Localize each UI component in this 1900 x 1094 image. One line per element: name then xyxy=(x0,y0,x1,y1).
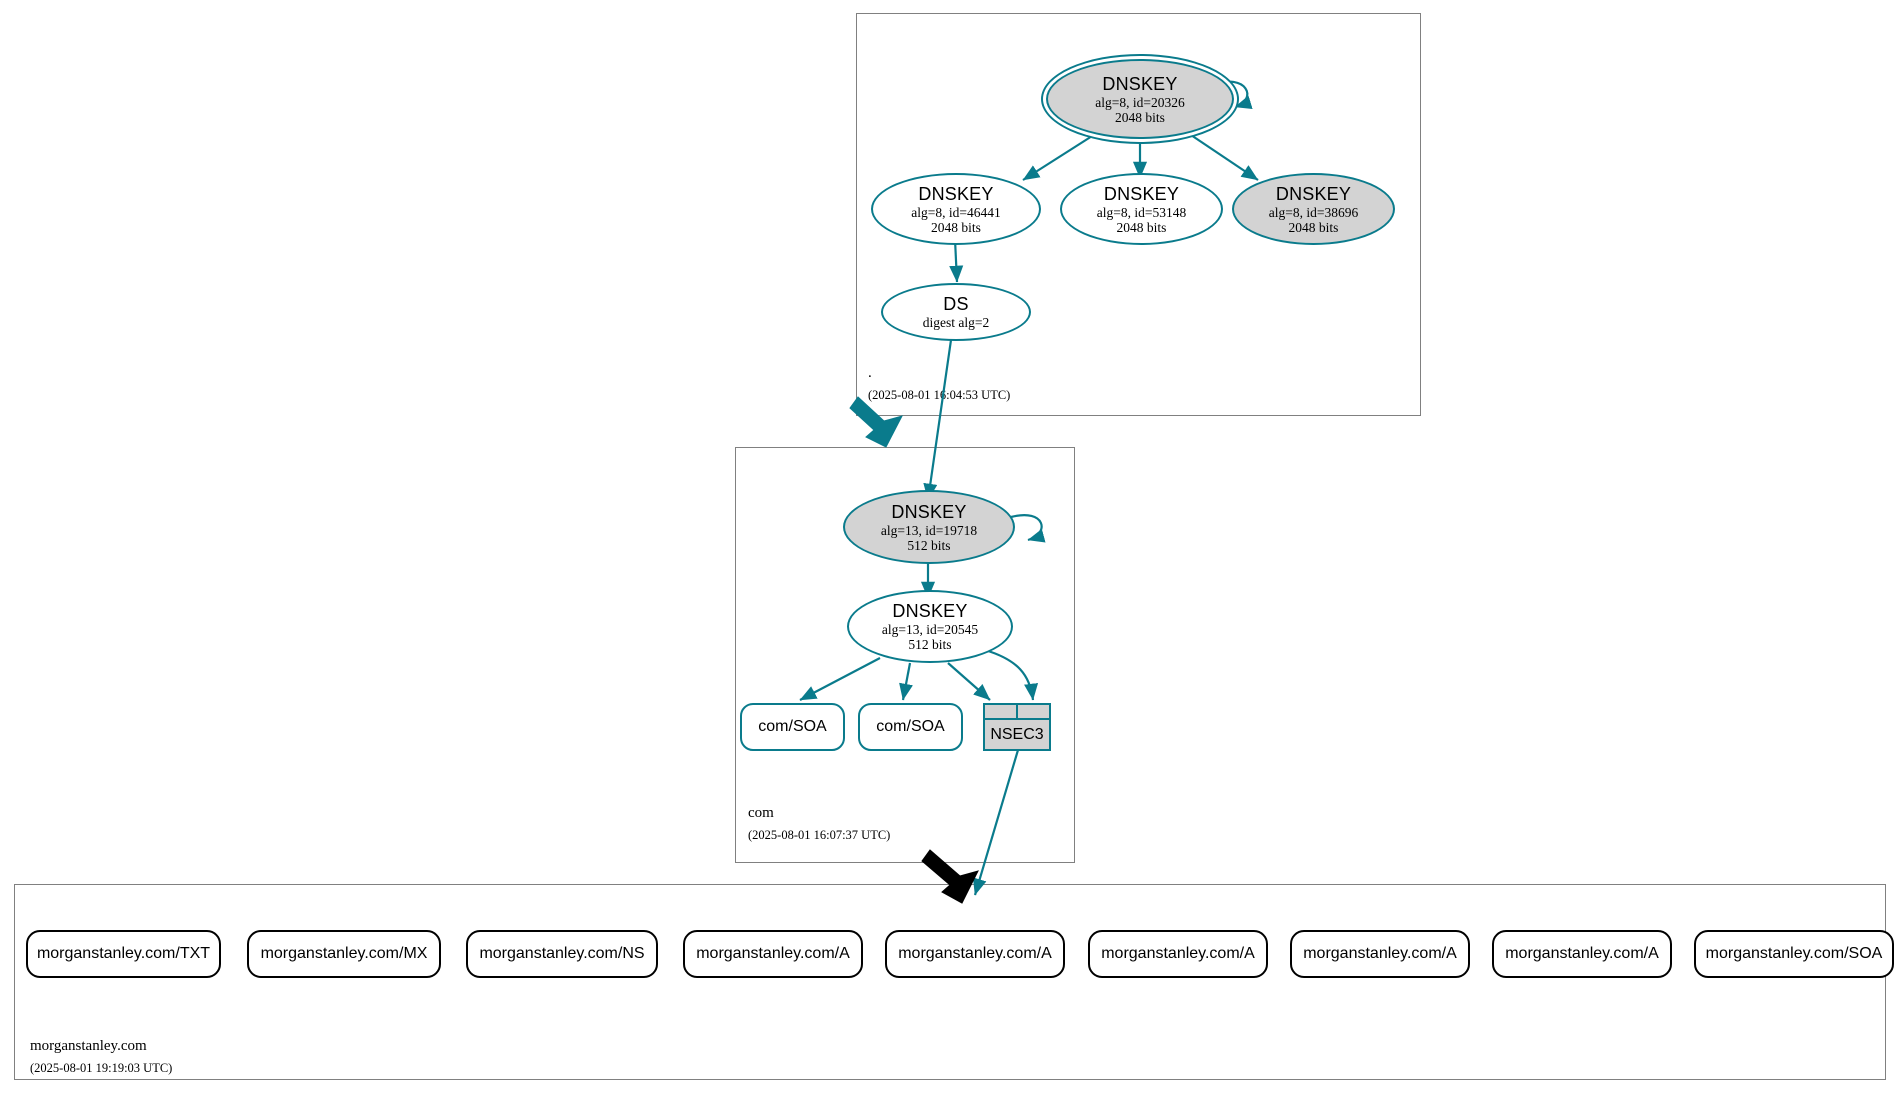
node-detail: alg=8, id=53148 xyxy=(1096,204,1187,220)
zone-timestamp-morganstanley: (2025-08-01 19:19:03 UTC) xyxy=(30,1061,173,1075)
zone-label-com: com (2025-08-01 16:07:37 UTC) xyxy=(748,805,890,842)
nsec3-hash-cells xyxy=(985,705,1049,720)
node-dnskey-com-ksk[interactable]: DNSKEY alg=13, id=19718 512 bits xyxy=(843,490,1015,564)
rrset-morganstanley-a-4[interactable]: morganstanley.com/A xyxy=(1290,930,1470,978)
zone-label-root: . (2025-08-01 16:04:53 UTC) xyxy=(868,365,1010,402)
node-dnskey-com-zsk[interactable]: DNSKEY alg=13, id=20545 512 bits xyxy=(847,590,1013,663)
node-size: 2048 bits xyxy=(1115,109,1165,125)
zone-timestamp-com: (2025-08-01 16:07:37 UTC) xyxy=(748,828,891,842)
node-title: DS xyxy=(943,294,969,314)
node-dnskey-root-zsk-38696[interactable]: DNSKEY alg=8, id=38696 2048 bits xyxy=(1232,173,1395,245)
node-detail: alg=8, id=46441 xyxy=(911,204,1001,220)
nsec3-label: NSEC3 xyxy=(990,725,1044,743)
node-size: 512 bits xyxy=(907,537,951,553)
node-size: 512 bits xyxy=(908,637,952,652)
rrset-morganstanley-a-2[interactable]: morganstanley.com/A xyxy=(885,930,1065,978)
rrset-morganstanley-soa[interactable]: morganstanley.com/SOA xyxy=(1694,930,1894,978)
node-title: DNSKEY xyxy=(1102,73,1178,94)
node-nsec3-com[interactable]: NSEC3 xyxy=(983,703,1051,751)
nsec3-cell-right xyxy=(1016,705,1049,718)
rrset-morganstanley-ns[interactable]: morganstanley.com/NS xyxy=(466,930,658,978)
node-ds-root[interactable]: DS digest alg=2 xyxy=(881,283,1031,341)
nsec3-cell-left xyxy=(985,705,1016,718)
node-detail: alg=13, id=20545 xyxy=(881,622,979,637)
node-title: DNSKEY xyxy=(892,601,968,621)
rrset-morganstanley-mx[interactable]: morganstanley.com/MX xyxy=(247,930,441,978)
node-size: 2048 bits xyxy=(931,219,981,235)
zone-label-morganstanley: morganstanley.com (2025-08-01 19:19:03 U… xyxy=(30,1038,172,1075)
zone-name-morganstanley: morganstanley.com xyxy=(30,1038,147,1054)
zone-name-com: com xyxy=(748,805,774,821)
node-dnskey-root-ksk[interactable]: DNSKEY alg=8, id=20326 2048 bits xyxy=(1046,59,1234,139)
node-size: 2048 bits xyxy=(1288,219,1339,235)
rrset-com-soa-2[interactable]: com/SOA xyxy=(858,703,963,751)
node-title: DNSKEY xyxy=(918,183,994,204)
node-title: DNSKEY xyxy=(1275,183,1352,204)
zone-box-root xyxy=(856,13,1421,416)
rrset-morganstanley-a-5[interactable]: morganstanley.com/A xyxy=(1492,930,1672,978)
zone-box-com xyxy=(735,447,1075,863)
node-dnskey-root-zsk-53148[interactable]: DNSKEY alg=8, id=53148 2048 bits xyxy=(1060,173,1223,245)
node-detail: alg=13, id=19718 xyxy=(880,522,978,538)
node-size: 2048 bits xyxy=(1116,219,1167,235)
zone-box-morganstanley xyxy=(14,884,1886,1080)
rrset-com-soa-1[interactable]: com/SOA xyxy=(740,703,845,751)
rrset-morganstanley-txt[interactable]: morganstanley.com/TXT xyxy=(26,930,221,978)
rrset-morganstanley-a-3[interactable]: morganstanley.com/A xyxy=(1088,930,1268,978)
node-title: DNSKEY xyxy=(1103,183,1180,204)
zone-name-root: . xyxy=(868,365,872,381)
node-detail: digest alg=2 xyxy=(922,315,990,330)
node-detail: alg=8, id=20326 xyxy=(1095,94,1185,110)
node-title: DNSKEY xyxy=(891,501,967,522)
zone-timestamp-root: (2025-08-01 16:04:53 UTC) xyxy=(868,388,1011,402)
node-detail: alg=8, id=38696 xyxy=(1268,204,1359,220)
rrset-morganstanley-a-1[interactable]: morganstanley.com/A xyxy=(683,930,863,978)
node-dnskey-root-zsk-46441[interactable]: DNSKEY alg=8, id=46441 2048 bits xyxy=(871,173,1041,245)
